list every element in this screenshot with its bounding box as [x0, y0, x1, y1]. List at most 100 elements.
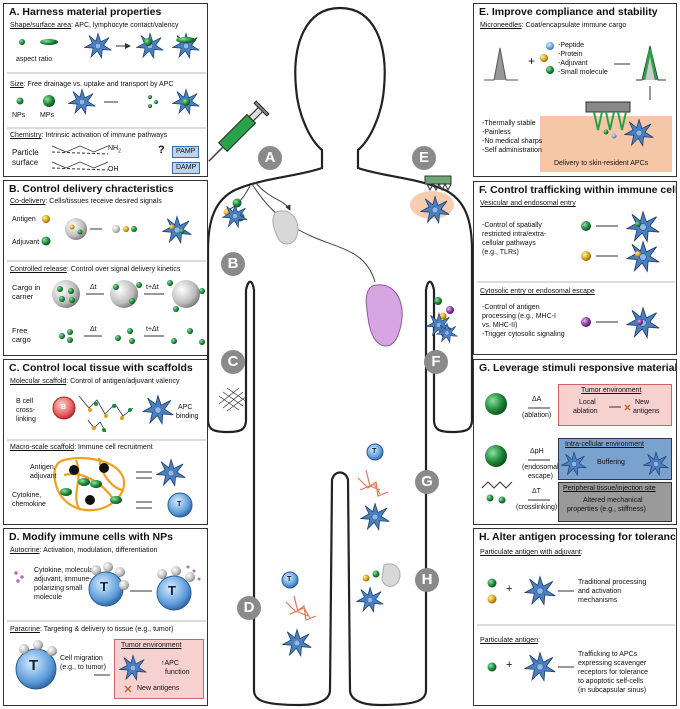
- apc-function-2: function: [165, 669, 190, 676]
- auto-text: : Activation, modulation, differentiatio…: [39, 547, 158, 554]
- cytokine-mol-3: polarizing small: [34, 585, 83, 592]
- cytokine-label-2: chemokine: [12, 501, 46, 508]
- t-cell-letter: T: [177, 501, 182, 508]
- traf-5: (in subcapsular sinus): [578, 687, 647, 694]
- d-t-letter-3: T: [29, 657, 39, 674]
- panel-c-macro: Macro-scale scaffold: Immune cell recrui…: [10, 444, 153, 453]
- altered-1: Altered mechanical: [583, 497, 643, 504]
- panel-e-micro: Microneedles: Coat/encapsulate immune ca…: [480, 22, 626, 31]
- nh-text: NH: [108, 145, 119, 152]
- altered-2: properties (e.g., stiffness): [567, 506, 646, 513]
- mps-label: MPs: [40, 112, 54, 119]
- panel-a-shape: Shape/surface area: APC, lymphocyte cont…: [10, 22, 179, 31]
- adjuvant-e-label: -Adjuvant: [558, 60, 588, 67]
- panel-d-graphics: [7, 562, 206, 690]
- codel-heading: Co-delivery: [10, 198, 46, 205]
- particle-label: Particle: [12, 148, 39, 157]
- tumor-env-box: Tumor environment ↑APC function New anti…: [114, 639, 204, 699]
- antigen-label: Antigen: [12, 216, 36, 223]
- new-2: antigens: [633, 408, 660, 415]
- cross-label: (crosslinking): [516, 504, 558, 511]
- para-text: : Targeting & delivery to tissue (e.g., …: [39, 626, 174, 633]
- panel-h-graphics: [477, 576, 675, 681]
- cr-text: : Control over signal delivery kinetics: [66, 266, 181, 273]
- d-t-letter-2: T: [168, 583, 176, 598]
- panel-e: E. Improve compliance and stability Micr…: [473, 3, 677, 177]
- body-t-label-d: T: [287, 576, 292, 583]
- panel-d-title: D. Modify immune cells with NPs: [9, 531, 173, 543]
- mol-text: : Control of antigen/adjuvant valency: [66, 378, 180, 385]
- endo-1: (endosomal: [522, 464, 559, 471]
- g-intra-title: Intra-cellular environment: [565, 441, 644, 448]
- panel-b-title: B. Control delivery chracteristics: [9, 183, 174, 195]
- cytokine-mol-4: molecule: [34, 594, 63, 601]
- cytokine-mol-1: Cytokine, molecular: [34, 567, 96, 574]
- codel-text: : Cells/tissues receive desired signals: [45, 198, 162, 205]
- panel-h-title: H. Alter antigen processing for toleranc…: [479, 531, 677, 543]
- panel-b-codel: Co-delivery: Cells/tissues receive desir…: [10, 198, 162, 207]
- panel-e-title: E. Improve compliance and stability: [479, 6, 658, 18]
- ag-4: -Trigger cytosolic signaling: [482, 331, 565, 338]
- panel-g-graphics: [481, 393, 550, 504]
- body-label-f: F: [424, 350, 448, 374]
- ctrl-2: restricted intra/extra-: [482, 231, 547, 238]
- shape-heading: Shape/surface area: [10, 22, 72, 29]
- delivery-label: Delivery to skin-resident APCs: [554, 160, 649, 167]
- traf-4: to apoptotic self-cells: [578, 678, 644, 685]
- cytokine-mol-2: adjuvant, immune-: [34, 576, 92, 583]
- aspect-ratio-label: aspect ratio: [16, 56, 53, 63]
- size-heading: Size: [10, 81, 24, 88]
- cargo-label-2: carrier: [12, 292, 34, 301]
- ag-2: processing (e.g., MHC-I: [482, 313, 556, 320]
- g-tumor-title: Tumor environment: [581, 387, 642, 394]
- panel-f-graphics: [477, 211, 675, 338]
- ag-3: vs. MHC-II): [482, 322, 518, 329]
- delta-ph: ΔpH: [530, 448, 544, 455]
- macro-text: : Immune cell recruitment: [74, 444, 153, 451]
- panel-f-title: F. Control trafficking within immune cel…: [479, 184, 677, 196]
- antigen-adj-label-2: adjuvant: [30, 473, 57, 480]
- tdt-label-2: t+Δt: [146, 326, 159, 333]
- panel-b-graphics: [7, 215, 206, 345]
- new-1: New: [635, 399, 650, 406]
- panel-c: C. Control local tissue with scaffolds M…: [3, 359, 208, 525]
- oh-label: OH: [108, 166, 119, 173]
- question-mark: ?: [158, 144, 165, 156]
- damp-tag: DAMP: [172, 162, 201, 174]
- panel-b-cr: Controlled release: Control over signal …: [10, 266, 180, 275]
- dt-label-2: Δt: [90, 326, 97, 333]
- painless: -Painless: [482, 129, 511, 136]
- thermally-stable: -Thermally stable: [482, 120, 536, 127]
- panel-a-graphics: [7, 33, 206, 171]
- tdt-label-1: t+Δt: [146, 284, 159, 291]
- delta-t: ΔT: [532, 488, 541, 495]
- panel-d: D. Modify immune cells with NPs Autocrin…: [3, 528, 208, 706]
- chem-text: : Intrinsic activation of immune pathway…: [41, 132, 168, 139]
- cytosolic-heading: Cytosolic entry or endosomal escape: [480, 288, 595, 295]
- migration-label-1: Cell migration: [60, 655, 103, 662]
- panel-a-title: A. Harness material properties: [9, 6, 162, 18]
- free-label-2: cargo: [12, 335, 31, 344]
- panel-c-mol: Molecular scaffold: Control of antigen/a…: [10, 378, 180, 387]
- panel-b: B. Control delivery chracteristics Co-de…: [3, 180, 208, 356]
- trad-1: Traditional processing: [578, 579, 647, 586]
- panel-g-title: G. Leverage stimuli responsive materials: [479, 362, 677, 374]
- bcell-label-1: B cell: [16, 398, 34, 405]
- panel-c-graphics: [7, 395, 206, 518]
- panel-a-size: Size: Free drainage vs. uptake and trans…: [10, 81, 173, 90]
- ag-1: -Control of antigen: [482, 304, 540, 311]
- g-intra-box: Intra-cellular environment Buffering: [558, 438, 672, 480]
- ctrl-3: cellular pathways: [482, 240, 536, 247]
- traf-2: expressing scavenger: [578, 660, 647, 667]
- ctrl-1: -Control of spatially: [482, 222, 542, 229]
- antigen-adj-label-1: Antigen,: [30, 464, 56, 471]
- adjuvant-label: Adjuvant: [12, 239, 40, 246]
- g-tumor-box: Tumor environment Local ablation New ant…: [558, 384, 672, 426]
- pamp-tag: PAMP: [172, 146, 200, 158]
- new-antigens-label: New antigens: [137, 685, 180, 692]
- body-label-a: A: [258, 146, 282, 170]
- plus-sign: +: [528, 54, 536, 68]
- pa-text: :: [580, 549, 583, 556]
- panel-g: G. Leverage stimuli responsive materials…: [473, 359, 677, 525]
- cytokine-label-1: Cytokine,: [12, 492, 42, 499]
